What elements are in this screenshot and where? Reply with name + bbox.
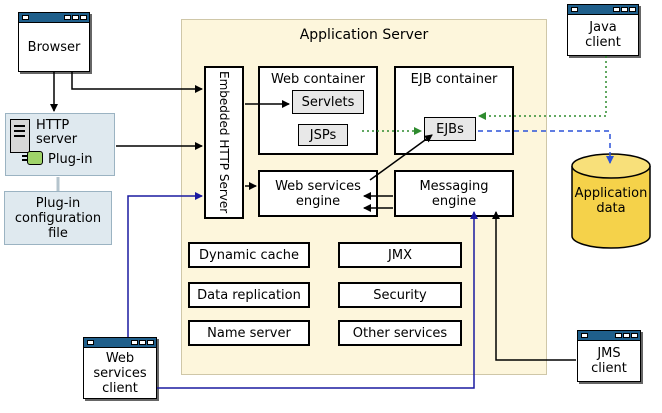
application-server-title: Application Server	[299, 27, 429, 43]
messaging-engine-line2: engine	[431, 193, 477, 209]
http-server-line2: server	[36, 132, 78, 147]
jms-client-label: JMS client	[578, 341, 640, 381]
java-client-line2: client	[585, 35, 621, 50]
web-services-engine-line2: engine	[295, 193, 341, 209]
jmx-box: JMX	[338, 242, 462, 268]
java-client: Java client	[567, 4, 639, 56]
other-services-box: Other services	[338, 320, 462, 346]
plug-in-icon	[22, 151, 43, 165]
web-services-engine-line1: Web services	[275, 178, 361, 194]
jms-client-line2: client	[591, 361, 627, 376]
web-container-title: Web container	[270, 72, 366, 87]
web-services-client-line1: Web	[105, 350, 135, 366]
browser-client: Browser	[18, 12, 90, 72]
server-tower-icon	[10, 119, 30, 153]
window-titlebar	[568, 5, 638, 15]
plug-in-config-line3: file	[48, 225, 68, 241]
servlets-box: Servlets	[292, 90, 364, 114]
window-titlebar	[578, 331, 640, 341]
jsps-box: JSPs	[298, 124, 348, 146]
web-services-client-line2: services	[93, 365, 147, 381]
http-server-line1: HTTP	[36, 118, 70, 133]
browser-label: Browser	[27, 39, 81, 55]
web-services-engine: Web services engine	[258, 170, 378, 217]
web-services-client: Web services client	[83, 337, 157, 399]
embedded-http-server-label: Embedded HTTP Server	[217, 71, 231, 214]
messaging-engine-line1: Messaging	[419, 178, 489, 194]
plug-in-config-line1: Plug-in	[35, 195, 81, 211]
security-box: Security	[338, 282, 462, 308]
java-client-line1: Java	[589, 20, 617, 35]
application-data-line1: Application	[574, 186, 648, 201]
ejb-container-title: EJB container	[410, 72, 498, 87]
web-services-client-label: Web services client	[84, 348, 156, 398]
web-services-client-line3: client	[102, 380, 138, 396]
application-data-cylinder	[571, 153, 651, 249]
java-client-label: Java client	[568, 15, 638, 55]
plug-in-configuration-file: Plug-in configuration file	[4, 191, 112, 245]
name-server-box: Name server	[188, 320, 310, 346]
jms-client: JMS client	[577, 330, 641, 382]
window-titlebar	[19, 13, 89, 23]
plug-in-label: Plug-in	[48, 152, 93, 167]
embedded-http-server: Embedded HTTP Server	[204, 66, 244, 219]
window-titlebar	[84, 338, 156, 348]
jms-client-line1: JMS	[597, 346, 621, 361]
data-replication-box: Data replication	[188, 282, 310, 308]
application-data-label: Application data	[570, 186, 652, 216]
plug-in-config-line2: configuration	[14, 210, 102, 226]
application-data-line2: data	[596, 201, 626, 216]
dynamic-cache-box: Dynamic cache	[188, 242, 310, 268]
messaging-engine: Messaging engine	[394, 170, 514, 217]
